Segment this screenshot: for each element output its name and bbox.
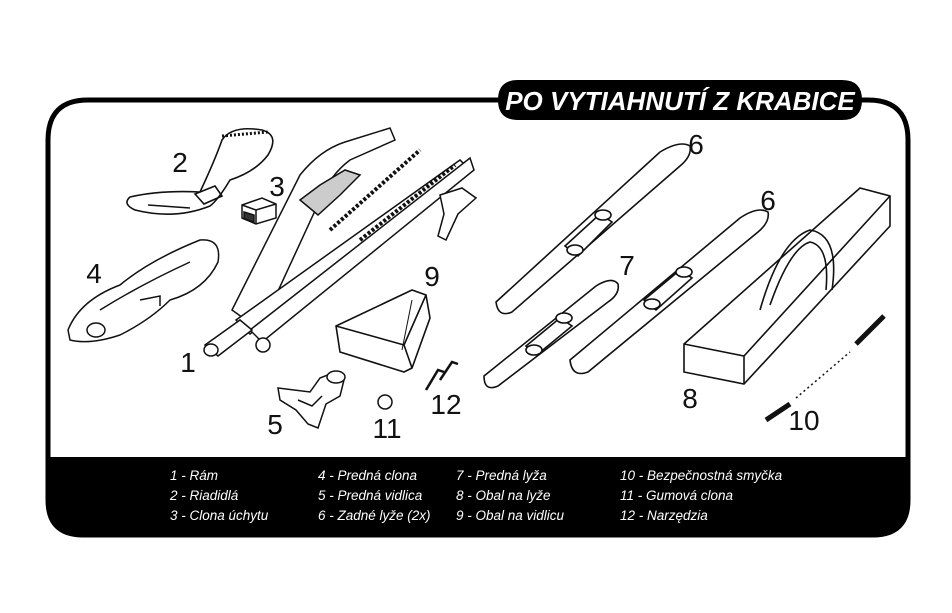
safety-strap-illustration [764,314,886,423]
title-text: PO VYTIAHNUTÍ Z KRABICE [505,86,855,116]
legend-column-4: 10 - Bezpečnostná smyčka 11 - Gumová clo… [620,466,782,526]
label-3: 3 [269,171,285,202]
front-ski-illustration [483,279,620,389]
front-cover-illustration [67,239,220,343]
ski-bag-illustration [683,187,891,385]
legend-column-1: 1 - Rám 2 - Riadidlá 3 - Clona úchytu [170,466,268,526]
label-2: 2 [172,147,188,178]
legend-column-2: 4 - Predná clona 5 - Predná vidlica 6 - … [318,466,431,526]
legend-item: 5 - Predná vidlica [318,488,423,503]
frame-outline [45,97,911,538]
front-fork-illustration [277,370,346,429]
label-8: 8 [682,383,698,414]
label-6-bottom: 6 [760,185,776,216]
legend-item: 12 - Narzędzia [620,508,708,523]
rear-ski-2-illustration [569,209,770,375]
legend-item: 7 - Predná lyža [456,468,547,483]
legend-item: 2 - Riadidlá [170,488,239,503]
rubber-cap-illustration [377,394,393,410]
legend-item: 1 - Rám [170,468,219,483]
label-12: 12 [430,389,461,420]
legend-item: 6 - Zadné lyže (2x) [318,508,431,523]
tools-illustration [424,360,459,391]
grip-cover-illustration [241,197,277,225]
label-9: 9 [424,261,440,292]
legend-item: 9 - Obal na vidlicu [456,508,565,523]
title-banner [498,80,862,120]
legend-item: 11 - Gumová clona [620,488,734,503]
rear-ski-1-illustration [495,143,692,315]
label-4: 4 [86,258,102,289]
label-6-top: 6 [688,129,704,160]
legend-item: 10 - Bezpečnostná smyčka [620,468,783,483]
legend-item: 3 - Clona úchytu [170,508,269,523]
legend-item: 8 - Obal na lyže [456,488,551,503]
legend-item: 4 - Predná clona [318,468,418,483]
legend-band [48,457,908,535]
frame-illustration [203,127,478,357]
label-1: 1 [180,347,196,378]
handlebar-illustration [126,127,274,215]
label-5: 5 [267,409,283,440]
fork-cover-illustration [335,289,431,373]
label-11: 11 [372,413,401,444]
label-7: 7 [619,250,635,281]
legend-column-3: 7 - Predná lyža 8 - Obal na lyže 9 - Oba… [456,466,564,526]
label-10: 10 [788,405,819,436]
